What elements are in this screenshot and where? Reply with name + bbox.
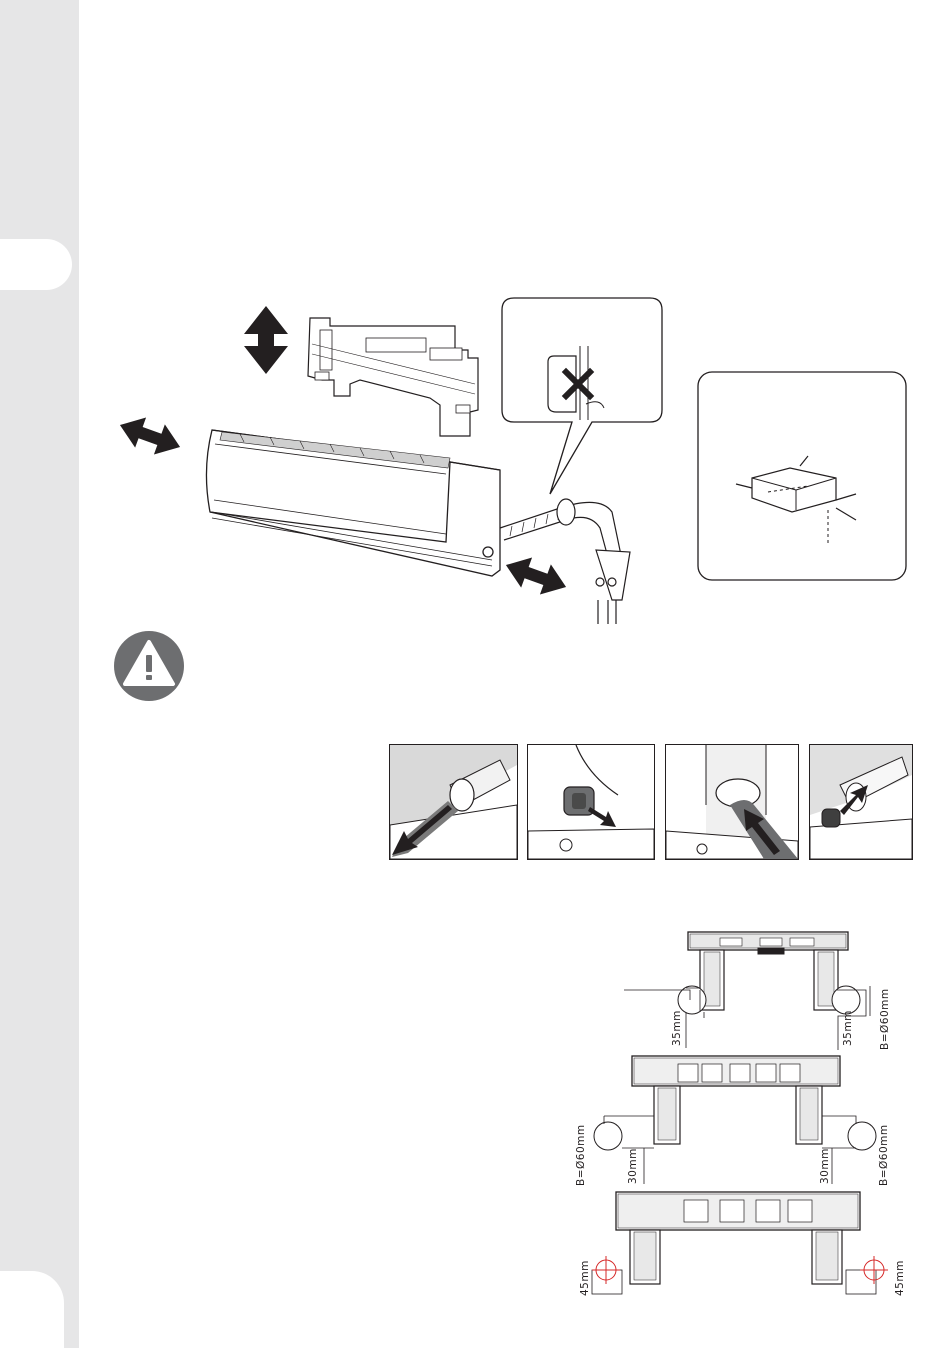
photo-step-2 [527,744,655,860]
dim-top-right: 35mm [842,1010,854,1046]
double-arrow-icon [114,410,185,462]
callout-wrong-connection [502,298,662,494]
plate-diagram-1 [624,932,870,1050]
mounting-plate-dimension-diagrams: 35mm 35mm B=Ø60mm B=Ø60mm 30mm 30mm B=Ø6… [560,926,920,1306]
dim-bottom-right: 45mm [894,1260,906,1296]
double-arrow-icon [244,306,288,374]
dim-top-left: 35mm [671,1010,683,1046]
photo-step-1 [389,744,518,860]
mounting-plate [308,318,478,436]
detail-box-bracket [698,372,906,580]
dim-middle-left: 30mm [627,1148,639,1184]
dim-middle-left-hole: B=Ø60mm [575,1124,587,1186]
dim-middle-right: 30mm [819,1148,831,1184]
indoor-unit [206,430,500,576]
indoor-unit-installation-illustration [100,290,920,635]
dim-middle-right-hole: B=Ø60mm [878,1124,890,1186]
page-tab-bottom [0,1271,64,1348]
double-arrow-icon [500,550,571,602]
photo-step-3 [665,744,799,860]
plate-diagram-3 [592,1192,876,1294]
side-band [0,0,79,1348]
page-tab-top [0,239,72,290]
dim-bottom-left: 45mm [579,1260,591,1296]
photo-step-4 [809,744,913,860]
dim-top-hole: B=Ø60mm [879,988,891,1050]
warning-icon [113,630,185,702]
